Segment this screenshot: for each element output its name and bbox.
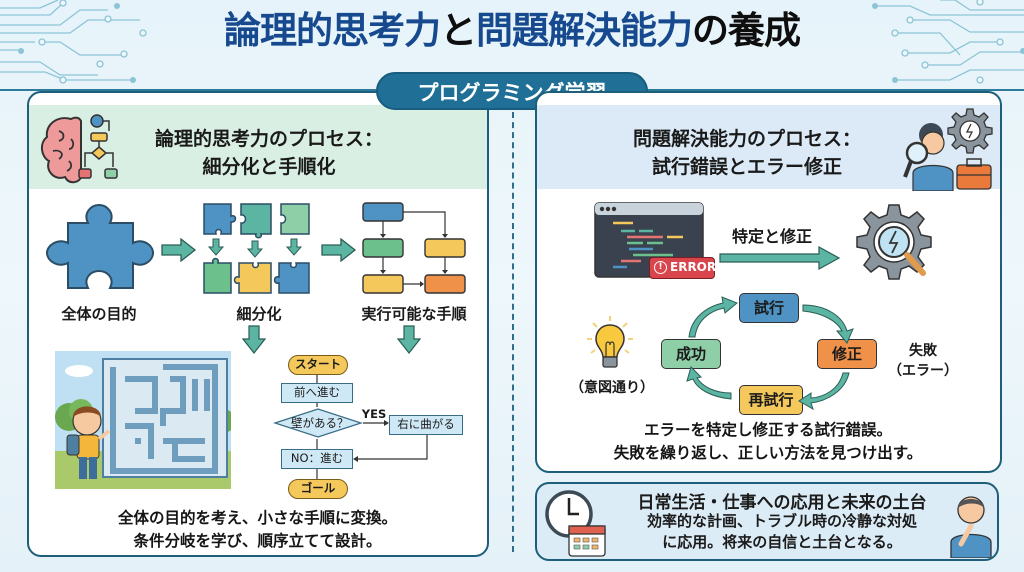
flowchart-decision-label: 壁がある？ [291, 416, 349, 430]
flowchart-start: スタート [288, 355, 348, 375]
identify-fix-label: 特定と修正 [731, 227, 812, 246]
problem-solving-card: 問題解決能力のプロセス： 試行錯誤とエラー修正 ! ERROR 特定と修正 [535, 91, 1002, 473]
divider-line-left [0, 89, 380, 91]
problem-solving-summary: エラーを特定し修正する試行錯誤。 失敗を繰り返し、正しい方法を見つけ出す。 [613, 421, 923, 462]
application-card: 日常生活・仕事への応用と未来の土台 効率的な計画、トラブル時の冷静な対処 に応用… [535, 482, 999, 561]
logical-thinking-summary: 全体の目的を考え、小さな手順に変換。 条件分岐を学び、順序立てて設計。 [117, 509, 397, 550]
flowchart-decision-diamond [273, 408, 363, 438]
arrow-down-icon [242, 325, 266, 354]
cycle-step-fix: 修正 [817, 339, 877, 369]
error-alert-icon: ! [654, 261, 667, 274]
application-body: 効率的な計画、トラブル時の冷静な対処 に応用。将来の自信と土台となる。 [646, 512, 917, 551]
intended-label: （意図通り） [570, 380, 654, 396]
flowchart-forward: 前へ進む [281, 383, 353, 403]
maze-illustration [55, 351, 231, 489]
whole-puzzle-icon [45, 203, 155, 289]
flowchart-no-proceed: NO：進む [281, 449, 353, 469]
divider-line-right [644, 89, 1024, 91]
thinking-person-icon [950, 496, 992, 558]
flowchart-connectors [316, 375, 428, 479]
cycle-arrows [686, 296, 854, 411]
step-label-whole-goal: 全体の目的 [61, 305, 137, 323]
flowchart-yes-label: YES [361, 407, 387, 421]
arrow-right-icon [161, 238, 197, 262]
center-dashed-divider [512, 112, 514, 552]
gear-magnifier-icon [856, 204, 932, 280]
failure-label: 失敗 （エラー） [888, 343, 958, 379]
step-label-executable: 実行可能な手順 [361, 305, 467, 323]
clock-calendar-icon [545, 490, 606, 557]
flowchart-turn-right: 右に曲がる [389, 415, 463, 435]
error-badge: ! ERROR [649, 257, 716, 279]
step-label-breakdown: 細分化 [236, 305, 282, 323]
arrow-right-icon [321, 238, 357, 262]
logical-thinking-card: 論理的思考力のプロセス： 細分化と手順化 全体の目的 細分化 [27, 91, 489, 557]
split-puzzles-icon [203, 203, 310, 294]
problem-solving-title: 問題解決能力のプロセス： 試行錯誤とエラー修正 [632, 128, 861, 178]
arrow-right-long-icon [719, 246, 841, 270]
arrow-down-icon [397, 325, 421, 354]
page-title: 論理的思考力と問題解決能力の養成 [224, 9, 801, 52]
cycle-step-trial: 試行 [739, 293, 799, 323]
lightbulb-icon [587, 316, 633, 368]
logical-thinking-title: 論理的思考力のプロセス： 細分化と手順化 [154, 128, 383, 178]
application-title: 日常生活・仕事への応用と未来の土台 [637, 493, 927, 513]
flowchart-goal: ゴール [288, 479, 348, 499]
brain-flowchart-icon [41, 114, 118, 184]
detective-toolbox-icon [903, 108, 993, 191]
procedure-flow-icon [362, 202, 466, 294]
